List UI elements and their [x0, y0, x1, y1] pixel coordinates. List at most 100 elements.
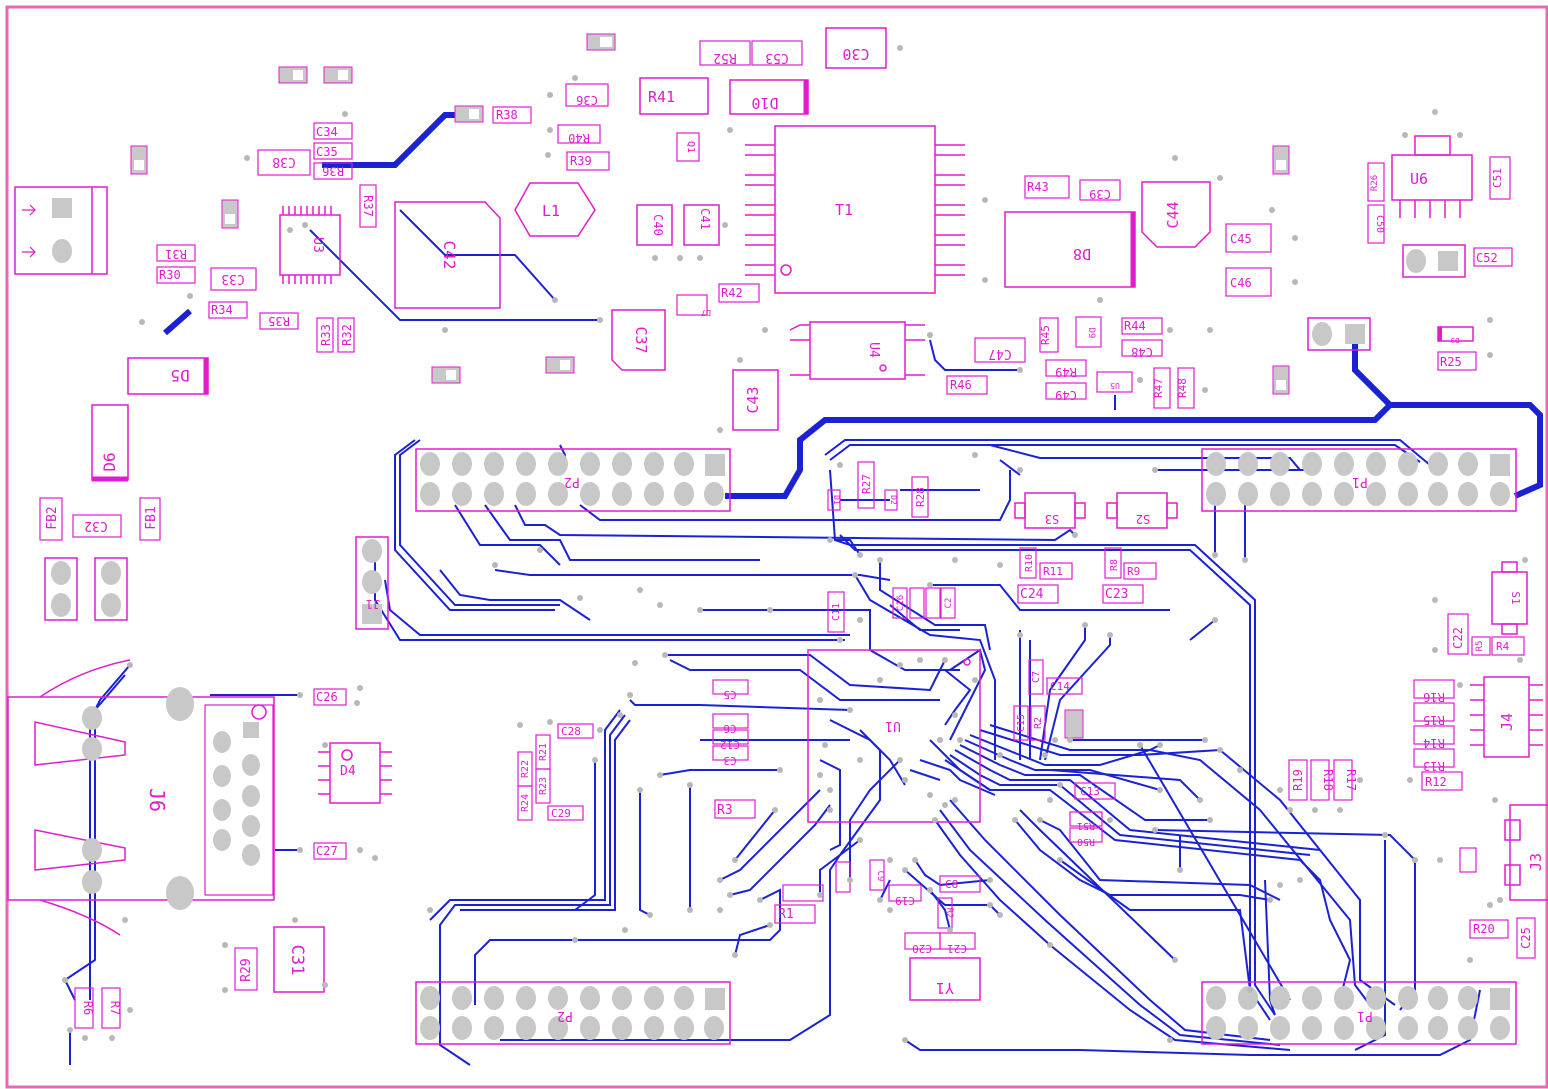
label-C6: C6: [723, 722, 736, 735]
label-C11: C11: [831, 603, 842, 621]
label-C21: C21: [947, 942, 967, 955]
label-R19: R19: [1291, 769, 1305, 791]
diode-D5: [127, 357, 209, 395]
label-R5: R5: [1475, 641, 1485, 652]
label-C26: C26: [316, 690, 338, 704]
label-C33: C33: [221, 271, 244, 286]
label-Q1: Q1: [685, 141, 696, 153]
label-C12: C12: [720, 738, 740, 751]
label-R20: R20: [1473, 922, 1495, 936]
label-R17: R17: [1344, 769, 1358, 791]
connector-P1-bottom: [1201, 981, 1517, 1045]
switch-S1: [1491, 561, 1528, 635]
capacitor-C31-outline: [273, 926, 325, 993]
label-C9: C9: [875, 871, 885, 882]
diode-D10: [729, 79, 809, 115]
capacitor-C30-outline: [825, 27, 887, 69]
label-R16: R16: [1423, 690, 1445, 704]
label-P1-top: P1: [1352, 474, 1368, 489]
label-D10: D10: [751, 94, 778, 112]
label-D5: D5: [170, 366, 189, 385]
label-R42: R42: [721, 286, 743, 300]
label-R32: R32: [340, 324, 354, 346]
trace-power-2: [163, 308, 192, 336]
label-S3: S3: [1045, 512, 1059, 526]
label-R52: R52: [713, 50, 736, 65]
ic-U1: [807, 649, 981, 823]
label-R41: R41: [648, 88, 675, 106]
connector-P2-top: [415, 448, 731, 512]
label-C24: C24: [1020, 587, 1044, 602]
label-C27: C27: [316, 844, 338, 858]
label-R30: R30: [159, 268, 181, 282]
smd-outlines: [39, 40, 1536, 1029]
label-C19: C19: [895, 894, 915, 907]
label-C20: C20: [912, 942, 932, 955]
label-L1: L1: [542, 202, 560, 220]
label-R27: R27: [860, 474, 873, 494]
label-C15: C15: [1016, 714, 1027, 732]
label-R25: R25: [1440, 355, 1462, 369]
label-R23: R23: [538, 777, 549, 795]
label-P2-bottom: P2: [557, 1008, 573, 1023]
label-R11: R11: [1043, 565, 1063, 578]
switch-S2: [1106, 492, 1178, 529]
label-T1: T1: [835, 201, 853, 219]
label-C52: C52: [1476, 251, 1498, 265]
label-R37: R37: [361, 195, 375, 217]
trace-power-4: [1390, 402, 1543, 499]
label-R1: R1: [778, 907, 794, 922]
label-C30: C30: [842, 45, 869, 63]
label-C45: C45: [1230, 232, 1252, 246]
label-C53: C53: [765, 50, 788, 65]
label-R4: R4: [1496, 640, 1510, 653]
label-R6: R6: [81, 1001, 95, 1015]
label-C31: C31: [287, 945, 307, 976]
label-P2-top: P2: [564, 474, 580, 489]
label-R29: R29: [239, 958, 254, 981]
label-R45: R45: [1039, 325, 1052, 345]
label-U4: U4: [866, 342, 881, 358]
label-FB1: FB1: [144, 506, 159, 529]
label-C39: C39: [1089, 187, 1111, 201]
label-C38: C38: [272, 154, 295, 169]
label-R40: R40: [568, 131, 590, 145]
label-R31: R31: [165, 247, 187, 261]
label-FB2: FB2: [45, 506, 60, 529]
label-C8: C8: [945, 878, 958, 891]
label-R10: R10: [1024, 554, 1035, 572]
led-pad-right-1: [1402, 244, 1466, 278]
label-C40: C40: [651, 214, 665, 236]
diode-D8: [1004, 211, 1136, 288]
usb-connector: [7, 659, 275, 936]
label-C32: C32: [84, 518, 107, 533]
switch-S3: [1014, 492, 1086, 529]
label-C22: C22: [1451, 627, 1465, 649]
capacitor-C43-outline: [732, 369, 779, 431]
label-U3: U3: [310, 237, 325, 253]
label-D1: D1: [832, 495, 841, 505]
capacitor-C41-outline: [683, 204, 720, 246]
trace-power-3: [725, 330, 1395, 499]
label-Y1: Y1: [936, 979, 954, 997]
board-outline: [5, 5, 1548, 1089]
led-pad-right-2: [1307, 317, 1371, 351]
label-J4: J4: [1498, 713, 1516, 731]
label-R21: R21: [538, 743, 549, 761]
label-S1: S1: [1509, 591, 1522, 604]
label-D8: D8: [1073, 245, 1091, 263]
label-D9: D9: [1086, 328, 1096, 339]
ic-U3: [279, 206, 341, 284]
fuse-pads: [44, 557, 128, 621]
label-C16: C16: [896, 595, 906, 611]
label-R12-mid: R2: [1033, 717, 1044, 729]
label-R9: R9: [1127, 565, 1140, 578]
label-R12: R12: [1425, 775, 1447, 789]
label-J3: J3: [1527, 853, 1545, 871]
label-R43: R43: [1027, 180, 1049, 194]
label-C23: C23: [1105, 587, 1128, 602]
label-C46: C46: [1230, 276, 1252, 290]
smd-pads: [130, 33, 1290, 739]
label-C3: C3: [723, 754, 736, 767]
label-R14: R14: [1423, 736, 1445, 750]
